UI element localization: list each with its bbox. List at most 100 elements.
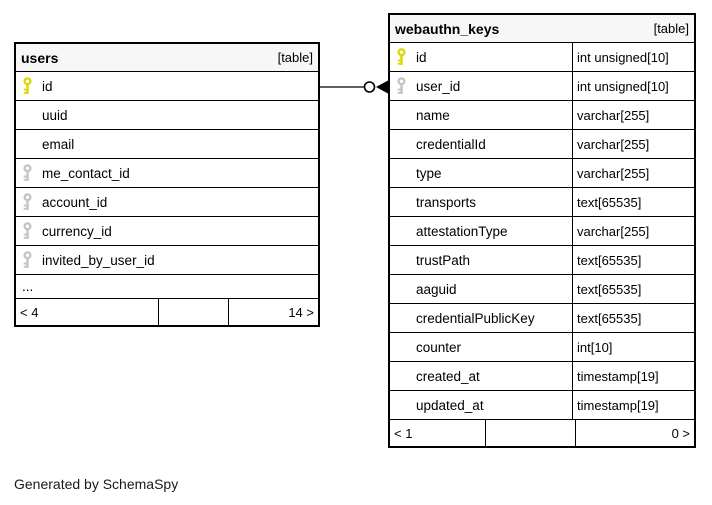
ellipsis-row: ... — [16, 275, 318, 299]
table-name: webauthn_keys — [395, 20, 500, 37]
foreign-key-icon — [397, 77, 406, 94]
column-name-cell: ... — [16, 275, 318, 298]
foreign-key-icon — [23, 193, 32, 210]
column-name-label: aaguid — [416, 281, 457, 297]
column-name-cell: me_contact_id — [16, 159, 318, 187]
table-type-badge: [table] — [277, 50, 313, 65]
column-row-account_id: account_id — [16, 188, 318, 217]
column-row-credentialId: credentialId varchar[255] — [390, 130, 694, 159]
column-name-cell: updated_at — [390, 391, 572, 419]
column-row-user_id: user_id int unsigned[10] — [390, 72, 694, 101]
foreign-key-icon — [23, 222, 32, 239]
generated-by-label: Generated by SchemaSpy — [14, 476, 179, 492]
column-name-cell: aaguid — [390, 275, 572, 303]
column-row-email: email — [16, 130, 318, 159]
table-footer: < 1 0 > — [390, 420, 694, 446]
foreign-key-icon — [23, 164, 32, 181]
column-type-cell: text[65535] — [572, 246, 694, 274]
column-name-cell: account_id — [16, 188, 318, 216]
column-name-cell: currency_id — [16, 217, 318, 245]
column-name-label: trustPath — [416, 252, 471, 268]
column-name-cell: id — [16, 72, 318, 100]
column-name-label: credentialId — [416, 136, 486, 152]
column-row-currency_id: currency_id — [16, 217, 318, 246]
fk-arrow-icon — [376, 80, 388, 94]
key-icon-slot — [396, 48, 416, 66]
column-name-label: account_id — [42, 194, 108, 210]
column-name-label: me_contact_id — [42, 165, 130, 181]
pagination-middle — [158, 299, 228, 325]
column-name-label: invited_by_user_id — [42, 252, 155, 268]
column-name-label: ... — [22, 279, 34, 294]
column-name-label: user_id — [416, 78, 461, 94]
column-name-label: name — [416, 107, 450, 123]
column-name-cell: trustPath — [390, 246, 572, 274]
column-name-cell: counter — [390, 333, 572, 361]
column-name-cell: transports — [390, 188, 572, 216]
fk-zero-circle-icon — [363, 81, 376, 93]
column-name-cell: invited_by_user_id — [16, 246, 318, 274]
column-name-cell: name — [390, 101, 572, 129]
column-name-label: created_at — [416, 368, 480, 384]
table-type-badge: [table] — [653, 21, 689, 36]
column-name-cell: user_id — [390, 72, 572, 100]
column-type-cell: text[65535] — [572, 275, 694, 303]
pagination-right: 14 > — [228, 299, 318, 325]
column-type-cell: timestamp[19] — [572, 391, 694, 419]
pagination-left: < 4 — [20, 304, 39, 320]
table-name: users — [21, 49, 59, 66]
column-name-label: id — [416, 49, 427, 65]
column-name-cell: credentialId — [390, 130, 572, 158]
key-icon-slot — [22, 193, 42, 211]
column-row-id: id int unsigned[10] — [390, 43, 694, 72]
column-name-label: currency_id — [42, 223, 112, 239]
primary-key-icon — [397, 48, 406, 65]
column-rows: id int unsigned[10] user_id int unsigned[10… — [390, 43, 694, 420]
column-row-attestationType: attestationType varchar[255] — [390, 217, 694, 246]
column-type-cell: text[65535] — [572, 188, 694, 216]
column-type-cell: varchar[255] — [572, 101, 694, 129]
column-name-label: attestationType — [416, 223, 508, 239]
column-name-cell: type — [390, 159, 572, 187]
column-type-cell: varchar[255] — [572, 130, 694, 158]
column-name-cell: email — [16, 130, 318, 158]
pagination-left: < 1 — [394, 425, 413, 441]
column-name-label: uuid — [42, 107, 68, 123]
primary-key-icon — [23, 77, 32, 94]
table-header[interactable]: webauthn_keys [table] — [390, 15, 694, 43]
pagination-right: 0 > — [575, 420, 694, 446]
column-name-label: updated_at — [416, 397, 484, 413]
column-row-invited_by_user_id: invited_by_user_id — [16, 246, 318, 275]
column-type-cell: varchar[255] — [572, 217, 694, 245]
column-name-cell: uuid — [16, 101, 318, 129]
column-type-cell: int unsigned[10] — [572, 72, 694, 100]
column-name-cell: id — [390, 43, 572, 71]
column-name-label: counter — [416, 339, 462, 355]
column-row-me_contact_id: me_contact_id — [16, 159, 318, 188]
column-name-cell: attestationType — [390, 217, 572, 245]
column-name-label: transports — [416, 194, 477, 210]
table-header[interactable]: users [table] — [16, 44, 318, 72]
column-type-cell: text[65535] — [572, 304, 694, 332]
column-name-label: credentialPublicKey — [416, 310, 535, 326]
column-name-label: email — [42, 136, 75, 152]
column-name-label: id — [42, 78, 53, 94]
column-row-trustPath: trustPath text[65535] — [390, 246, 694, 275]
column-type-cell: int unsigned[10] — [572, 43, 694, 71]
column-row-aaguid: aaguid text[65535] — [390, 275, 694, 304]
key-icon-slot — [22, 222, 42, 240]
table-webauthn-keys[interactable]: webauthn_keys [table] id int unsigned[10]… — [388, 13, 696, 448]
key-icon-slot — [22, 251, 42, 269]
column-type-cell: int[10] — [572, 333, 694, 361]
key-icon-slot — [396, 77, 416, 95]
fk-connector — [318, 80, 388, 94]
column-row-uuid: uuid — [16, 101, 318, 130]
column-name-cell: created_at — [390, 362, 572, 390]
column-row-credentialPublicKey: credentialPublicKey text[65535] — [390, 304, 694, 333]
pagination-middle — [485, 420, 575, 446]
column-row-id: id — [16, 72, 318, 101]
